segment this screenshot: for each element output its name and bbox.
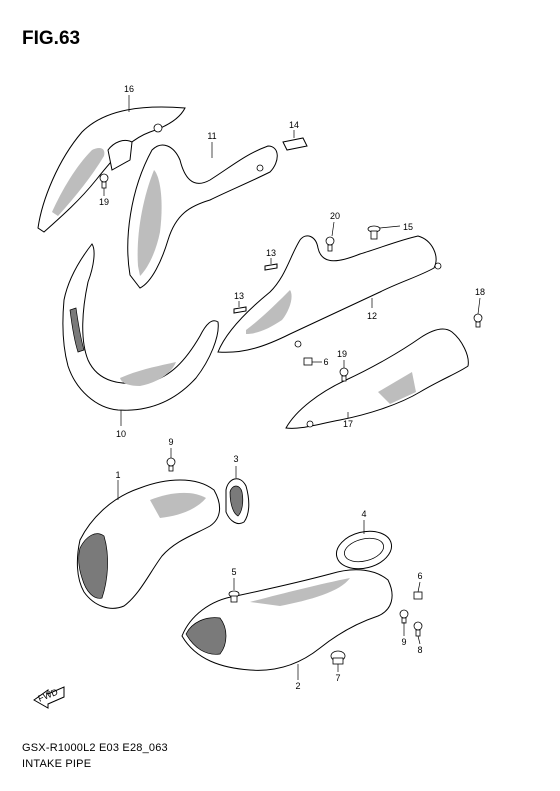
part-13-label-b bbox=[233, 306, 247, 314]
callout-6-lower: 6 bbox=[417, 571, 422, 581]
part-17-lower-side-panel bbox=[285, 328, 469, 429]
callout-19-upper: 19 bbox=[99, 197, 109, 207]
callout-labels: 16 19 11 14 20 15 13 13 12 18 6 19 17 10… bbox=[99, 84, 485, 691]
callout-7: 7 bbox=[335, 673, 340, 683]
callout-12: 12 bbox=[367, 311, 377, 321]
callout-6-upper: 6 bbox=[323, 357, 328, 367]
part-19-bolt-b bbox=[339, 367, 349, 382]
callout-2: 2 bbox=[295, 681, 300, 691]
callout-18: 18 bbox=[475, 287, 485, 297]
part-16-cowling-upper bbox=[37, 106, 186, 233]
callout-20: 20 bbox=[330, 211, 340, 221]
part-2-intake-pipe-right bbox=[181, 569, 393, 671]
part-10-lower-cowling bbox=[62, 243, 219, 411]
part-4-seal-ring bbox=[335, 530, 393, 570]
fwd-direction-arrow: FWD bbox=[33, 686, 65, 709]
diagram-caption: INTAKE PIPE bbox=[22, 758, 92, 770]
callout-3: 3 bbox=[233, 454, 238, 464]
part-20-bolt bbox=[325, 236, 335, 252]
part-12-side-panel bbox=[217, 235, 442, 353]
part-9-bolt-b bbox=[399, 609, 409, 624]
callout-16: 16 bbox=[124, 84, 134, 94]
part-15-fastener bbox=[367, 225, 381, 240]
callout-10: 10 bbox=[116, 429, 126, 439]
callout-9-lower: 9 bbox=[401, 637, 406, 647]
callout-14: 14 bbox=[289, 120, 299, 130]
callout-4: 4 bbox=[361, 509, 366, 519]
callout-8: 8 bbox=[417, 645, 422, 655]
part-5-fastener bbox=[228, 590, 240, 603]
part-14-label bbox=[282, 137, 308, 151]
callout-5: 5 bbox=[231, 567, 236, 577]
part-19-bolt-a bbox=[99, 173, 109, 189]
part-7-clamp bbox=[330, 650, 346, 665]
callout-11: 11 bbox=[207, 131, 216, 141]
callout-9-upper: 9 bbox=[168, 437, 173, 447]
model-code: GSX-R1000L2 E03 E28_063 bbox=[22, 742, 168, 754]
part-9-bolt-a bbox=[166, 457, 176, 472]
figure-title: FIG.63 bbox=[22, 28, 81, 49]
part-13-label-a bbox=[264, 263, 278, 271]
callout-13-upper: 13 bbox=[266, 248, 276, 258]
part-18-bolt bbox=[473, 313, 483, 328]
part-3-gasket bbox=[225, 478, 250, 525]
callout-19-lower: 19 bbox=[337, 349, 347, 359]
callout-15: 15 bbox=[403, 222, 413, 232]
callout-13-lower: 13 bbox=[234, 291, 244, 301]
part-8-bolt bbox=[413, 621, 423, 637]
part-6-nut-a bbox=[303, 357, 313, 366]
part-1-intake-pipe-left bbox=[76, 479, 220, 609]
part-6-nut-b bbox=[413, 591, 423, 600]
part-11-inner-panel bbox=[127, 144, 278, 289]
callout-17: 17 bbox=[343, 419, 353, 429]
leader-lines bbox=[103, 95, 481, 680]
callout-1: 1 bbox=[115, 470, 120, 480]
